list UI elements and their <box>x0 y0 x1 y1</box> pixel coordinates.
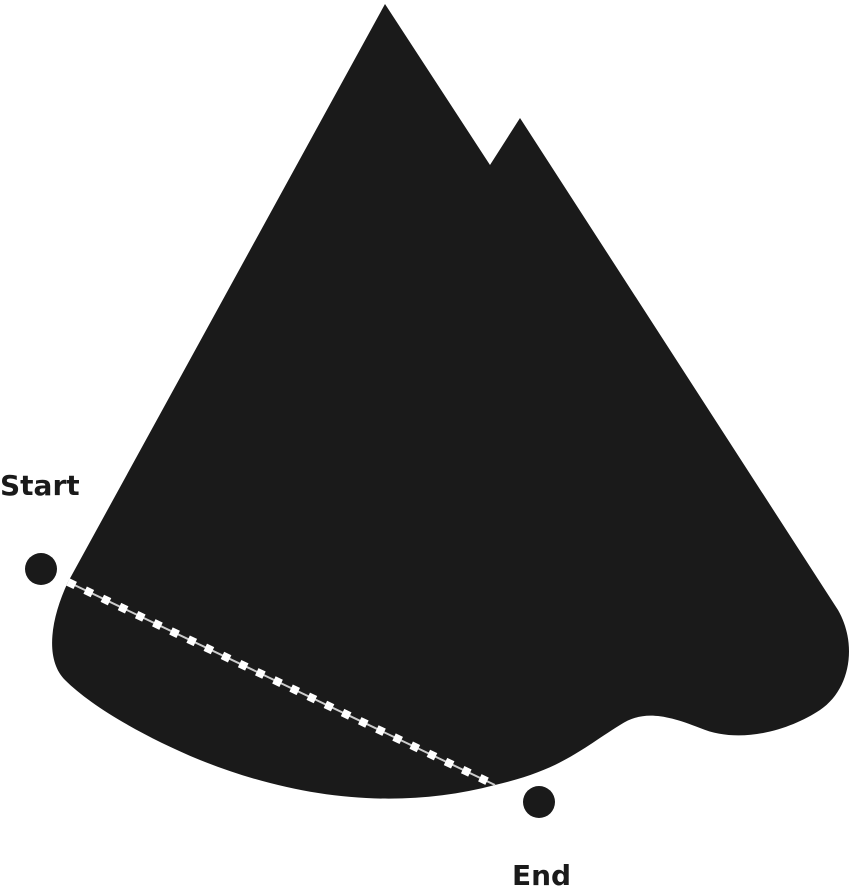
start-marker <box>25 553 57 585</box>
route-dashed-path <box>66 578 497 789</box>
mountain-silhouette <box>52 4 850 799</box>
start-label: Start <box>0 469 80 502</box>
end-label: End <box>512 859 572 892</box>
end-marker <box>523 786 555 818</box>
